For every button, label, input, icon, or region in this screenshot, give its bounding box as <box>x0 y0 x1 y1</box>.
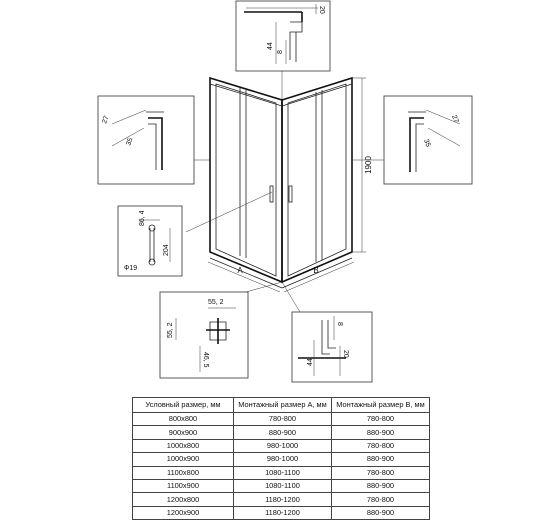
detail-right: 27 35 <box>383 95 473 185</box>
nominal-size: 1200x900 <box>132 505 234 520</box>
bottom-dim-b: 44 <box>307 358 314 366</box>
mount-size-a: 1080-1100 <box>232 478 332 494</box>
top-dim-c: 8 <box>277 50 284 54</box>
table-row: 1000x900 980-1000 880-900 <box>132 452 431 467</box>
top-dim-b: 44 <box>267 42 274 50</box>
nominal-size: 1100x900 <box>132 478 234 494</box>
corner-dim-a: 55, 2 <box>208 299 224 306</box>
handle-dim-a: 86, 4 <box>139 210 146 226</box>
mount-size-b: 880-900 <box>330 425 431 440</box>
left-dim-b: 35 <box>125 137 134 147</box>
shower-enclosure-drawing: 1900 A B 20 44 8 27 35 <box>97 0 473 383</box>
nominal-size: 900x900 <box>132 425 234 440</box>
leader-lines <box>185 64 384 313</box>
corner-dim-b: 55, 2 <box>167 322 174 338</box>
mount-size-b: 780-800 <box>330 492 431 507</box>
detail-bottom: 8 44 20 <box>291 311 373 383</box>
mount-size-b: 780-800 <box>330 411 431 427</box>
nominal-size: 1200x800 <box>132 492 234 507</box>
mount-size-a: 980-1000 <box>232 438 332 454</box>
mount-size-b: 780-800 <box>330 465 431 480</box>
bottom-dim-a: 8 <box>336 322 343 326</box>
side-b-label: B <box>313 266 318 275</box>
table-row: 800x800 780-800 780-800 <box>132 411 431 427</box>
mount-size-a: 1180-1200 <box>232 492 332 507</box>
detail-corner: 55, 2 55, 2 46, 5 <box>159 291 249 379</box>
size-table-header: Условный размер, мм Монтажный размер А, … <box>132 397 431 413</box>
height-label: 1900 <box>364 156 373 174</box>
header-mount-size-b: Монтажный размер В, мм <box>330 397 431 413</box>
mount-size-b: 880-900 <box>330 452 431 467</box>
detail-left: 27 35 <box>97 95 195 185</box>
nominal-size: 1000x900 <box>132 452 234 467</box>
table-row: 900x900 880-900 880-900 <box>132 425 431 440</box>
table-row: 1100x900 1080-1100 880-900 <box>132 478 431 494</box>
nominal-size: 1000x800 <box>132 438 234 454</box>
table-row: 1200x800 1180-1200 780-800 <box>132 492 431 507</box>
table-row: 1000x800 980-1000 780-800 <box>132 438 431 454</box>
handle-dim-c: Ф19 <box>124 265 137 272</box>
bottom-dim-c: 20 <box>342 350 349 358</box>
mount-size-b: 880-900 <box>330 478 431 494</box>
mount-size-a: 980-1000 <box>232 452 332 467</box>
right-dim-b: 35 <box>422 138 431 148</box>
size-table: Условный размер, мм Монтажный размер А, … <box>132 397 431 520</box>
corner-dim-c: 46, 5 <box>202 352 209 368</box>
header-nominal-size: Условный размер, мм <box>132 397 234 413</box>
mount-size-a: 1080-1100 <box>232 465 332 480</box>
right-dim-a: 27 <box>450 114 459 124</box>
nominal-size: 1100x800 <box>132 465 234 480</box>
detail-top: 20 44 8 <box>235 0 331 72</box>
handle-dim-b: 204 <box>163 244 170 256</box>
table-row: 1100x800 1080-1100 780-800 <box>132 465 431 480</box>
mount-size-b: 880-900 <box>330 505 431 520</box>
mount-size-a: 1180-1200 <box>232 505 332 520</box>
nominal-size: 800x800 <box>132 411 234 427</box>
mount-size-a: 880-900 <box>232 425 332 440</box>
detail-handle: 86, 4 204 Ф19 <box>117 205 183 277</box>
top-dim-a: 20 <box>318 6 325 14</box>
mount-size-b: 780-800 <box>330 438 431 454</box>
mount-size-a: 780-800 <box>232 411 332 427</box>
side-a-label: A <box>237 266 243 275</box>
left-dim-a: 27 <box>101 115 110 125</box>
table-row: 1200x900 1180-1200 880-900 <box>132 505 431 520</box>
enclosure-main: 1900 A B <box>207 76 373 293</box>
header-mount-size-a: Монтажный размер А, мм <box>232 397 332 413</box>
